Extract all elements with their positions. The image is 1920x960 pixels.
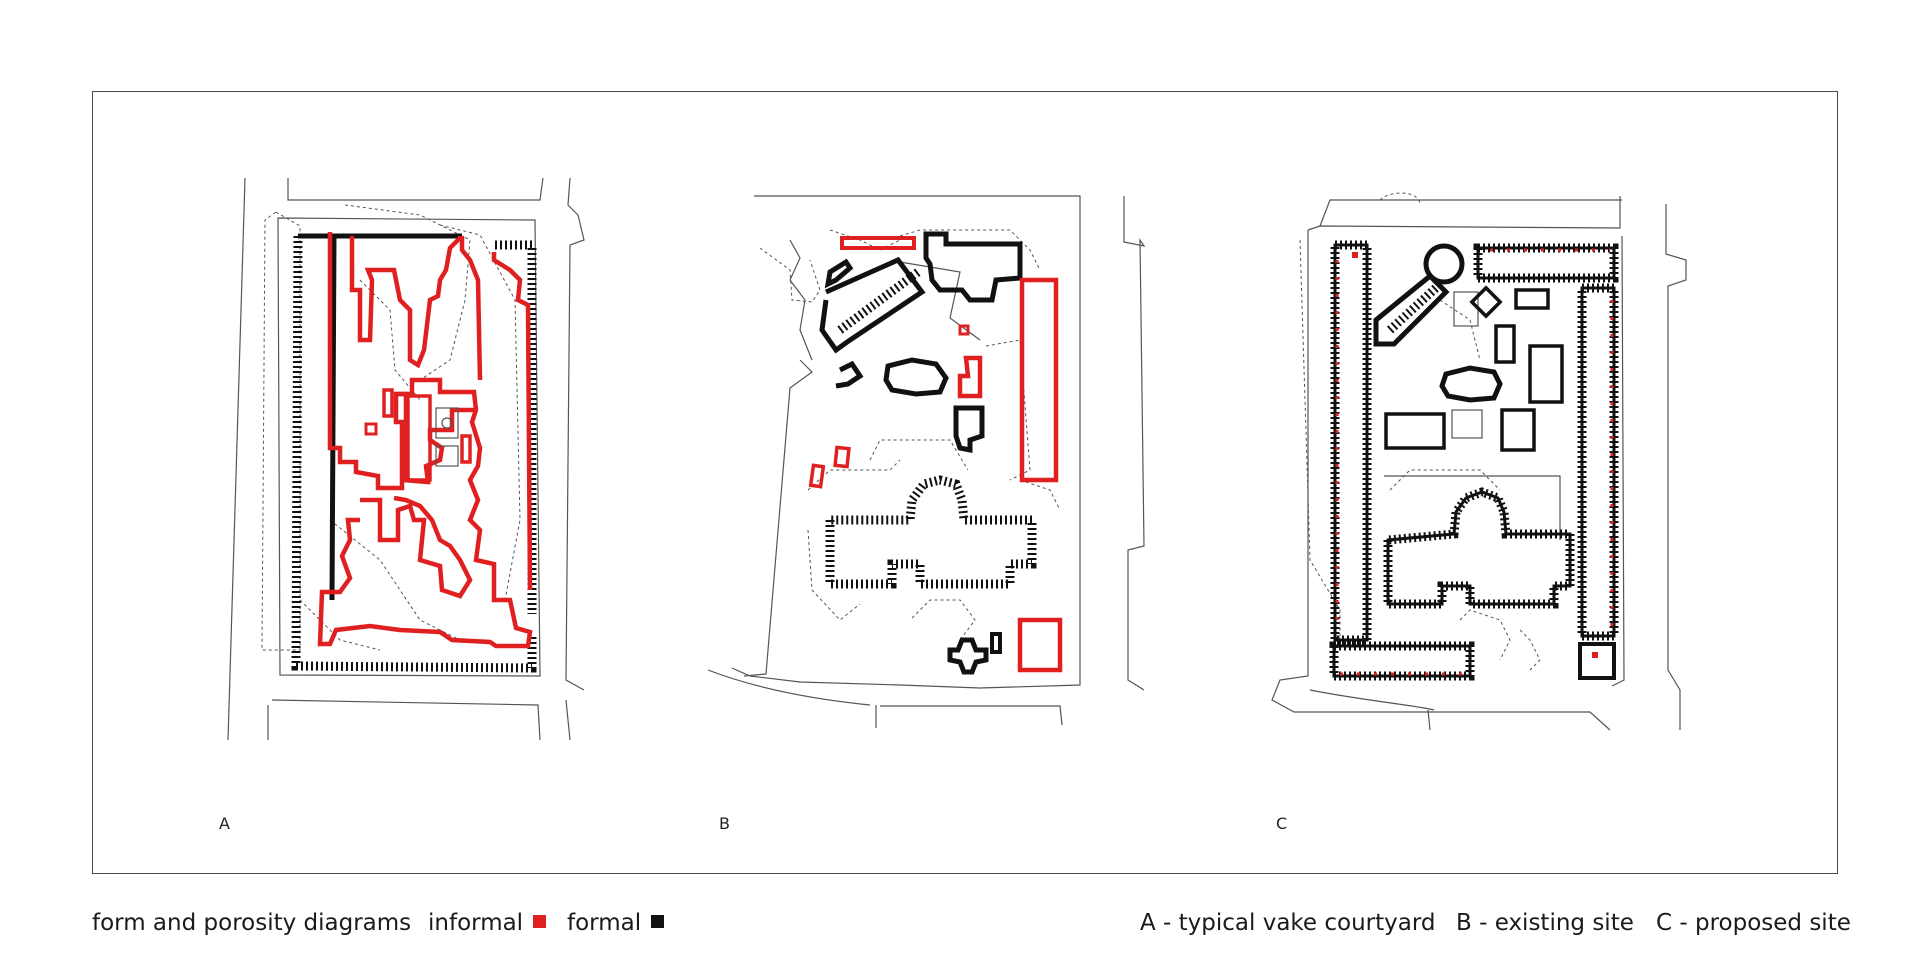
legend-informal-swatch (533, 915, 547, 928)
legend-formal: formal (567, 910, 665, 936)
legend-informal-label: informal (428, 910, 524, 936)
panel-label-b: B (719, 814, 730, 833)
diagram-frame (92, 91, 1838, 874)
diagram-title: form and porosity diagrams (92, 910, 412, 936)
plan-c (1271, 192, 1687, 731)
plan-a (227, 177, 585, 741)
legend-informal: informal (428, 910, 547, 936)
caption-b: B - existing site (1456, 910, 1634, 936)
plan-b (707, 195, 1146, 728)
caption-c: C - proposed site (1656, 910, 1851, 936)
caption-a: A - typical vake courtyard (1140, 910, 1436, 936)
panel-label-a: A (219, 814, 230, 833)
panel-label-c: C (1276, 814, 1288, 833)
legend-formal-swatch (651, 915, 665, 928)
legend-formal-label: formal (567, 910, 642, 936)
